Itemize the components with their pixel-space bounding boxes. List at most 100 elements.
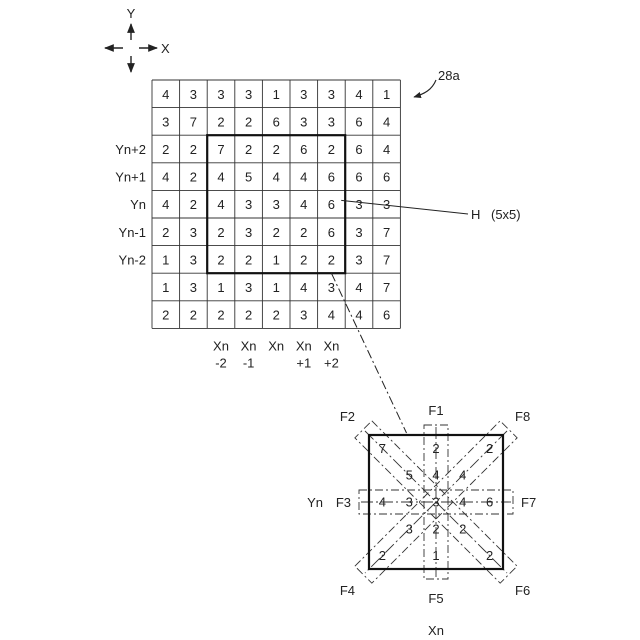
- col-label-top: Xn: [323, 338, 339, 353]
- detail-value-f4: 3: [406, 521, 413, 536]
- detail-value-f8: 2: [486, 441, 493, 456]
- filter-detail: 34221344657423222F1F2F8F3F7F4F6F5YnXn: [307, 403, 536, 638]
- detail-value-f3: 3: [406, 495, 413, 510]
- grid-cell: 7: [190, 114, 197, 129]
- grid-cell: 2: [245, 308, 252, 323]
- grid-cell: 4: [355, 308, 362, 323]
- grid-cell: 3: [190, 225, 197, 240]
- grid-cell: 7: [383, 252, 390, 267]
- grid-cell: 1: [273, 280, 280, 295]
- y-axis-label: Y: [127, 6, 136, 21]
- grid-cell: 2: [245, 142, 252, 157]
- reference-label: 28a: [438, 68, 460, 83]
- grid-cell: 3: [355, 197, 362, 212]
- grid-cell: 3: [355, 252, 362, 267]
- detail-center-value: 3: [432, 495, 439, 510]
- detail-value-f8: 4: [459, 468, 466, 483]
- grid-cell: 2: [273, 142, 280, 157]
- reference-leader: [414, 80, 436, 97]
- grid-cell: 4: [217, 170, 224, 185]
- grid-cell: 3: [300, 308, 307, 323]
- grid-cell: 3: [300, 114, 307, 129]
- detail-value-f7: 6: [486, 495, 493, 510]
- filter-label-f3: F3: [336, 495, 351, 510]
- filter-label-f6: F6: [515, 583, 530, 598]
- grid-cell: 7: [217, 142, 224, 157]
- col-label-top: Xn: [213, 338, 229, 353]
- row-label: Yn-2: [119, 252, 146, 267]
- grid-cell: 2: [300, 225, 307, 240]
- grid-cell: 4: [162, 197, 169, 212]
- filter-label-f7: F7: [521, 495, 536, 510]
- detail-value-f1: 4: [432, 468, 439, 483]
- grid-cell: 2: [217, 114, 224, 129]
- detail-col-label: Xn: [428, 623, 444, 638]
- grid-cell: 4: [300, 170, 307, 185]
- grid-cell: 2: [300, 252, 307, 267]
- grid-cell: 6: [355, 170, 362, 185]
- filter-label-f1: F1: [428, 403, 443, 418]
- grid-cell: 2: [190, 142, 197, 157]
- detail-value-f5: 2: [432, 521, 439, 536]
- x-axis-label: X: [161, 41, 170, 56]
- row-label: Yn: [130, 197, 146, 212]
- grid-cell: 4: [328, 308, 335, 323]
- detail-value-f4: 2: [379, 548, 386, 563]
- grid-cell: 4: [217, 197, 224, 212]
- grid-cell: 3: [355, 225, 362, 240]
- grid-cell: 2: [217, 308, 224, 323]
- row-label: Yn+1: [115, 170, 146, 185]
- col-label-top: Xn: [268, 338, 284, 353]
- grid-cell: 6: [273, 114, 280, 129]
- col-label-top: Xn: [241, 338, 257, 353]
- grid-cell: 3: [162, 114, 169, 129]
- detail-value-f3: 4: [379, 495, 386, 510]
- grid-cell: 2: [245, 114, 252, 129]
- col-label-top: Xn: [296, 338, 312, 353]
- grid-cell: 3: [190, 252, 197, 267]
- grid-cell: 4: [162, 170, 169, 185]
- grid-cell: 2: [162, 142, 169, 157]
- grid-cell: 4: [383, 142, 390, 157]
- col-label-bottom: +2: [324, 355, 339, 370]
- grid-cell: 6: [328, 197, 335, 212]
- grid-cell: 1: [273, 87, 280, 102]
- grid-cell: 4: [300, 280, 307, 295]
- col-label-bottom: -2: [215, 355, 227, 370]
- grid-cell: 3: [300, 87, 307, 102]
- grid-cell: 3: [328, 87, 335, 102]
- grid-cell: 6: [355, 142, 362, 157]
- grid-cell: 4: [355, 280, 362, 295]
- grid-cell: 4: [300, 197, 307, 212]
- grid-cell: 2: [328, 252, 335, 267]
- row-label: Yn-1: [119, 225, 146, 240]
- grid-cell: 4: [273, 170, 280, 185]
- grid-cell: 5: [245, 170, 252, 185]
- grid-cell: 1: [162, 252, 169, 267]
- filter-label-f5: F5: [428, 591, 443, 606]
- grid-cell: 3: [328, 280, 335, 295]
- grid-cell: 6: [300, 142, 307, 157]
- grid-cell: 2: [245, 252, 252, 267]
- grid-cell: 3: [245, 280, 252, 295]
- grid-cell: 2: [190, 197, 197, 212]
- filter-label-f4: F4: [340, 583, 355, 598]
- pixel-values: 4 3 3 3 1 3 3 4 1 3 7 2 2 6 3 3 6 4 2 2 7 2 2 6 2 6 4 4 2 4 5 4 4 6 6 6 4 2 4 3…: [162, 87, 390, 323]
- grid-cell: 2: [190, 308, 197, 323]
- detail-row-label: Yn: [307, 495, 323, 510]
- grid-cell: 1: [162, 280, 169, 295]
- grid-cell: 2: [273, 308, 280, 323]
- grid-cell: 7: [383, 280, 390, 295]
- grid-cell: 4: [355, 87, 362, 102]
- filter-label-f8: F8: [515, 409, 530, 424]
- grid-cell: 1: [383, 87, 390, 102]
- window-h-size: (5x5): [491, 207, 521, 222]
- grid-cell: 6: [328, 225, 335, 240]
- row-labels: Yn+2Yn+1YnYn-1Yn-2: [115, 142, 146, 267]
- grid-cell: 2: [273, 225, 280, 240]
- grid-cell: 3: [190, 87, 197, 102]
- grid-cell: 6: [383, 308, 390, 323]
- detail-value-f1: 2: [432, 441, 439, 456]
- grid-cell: 2: [190, 170, 197, 185]
